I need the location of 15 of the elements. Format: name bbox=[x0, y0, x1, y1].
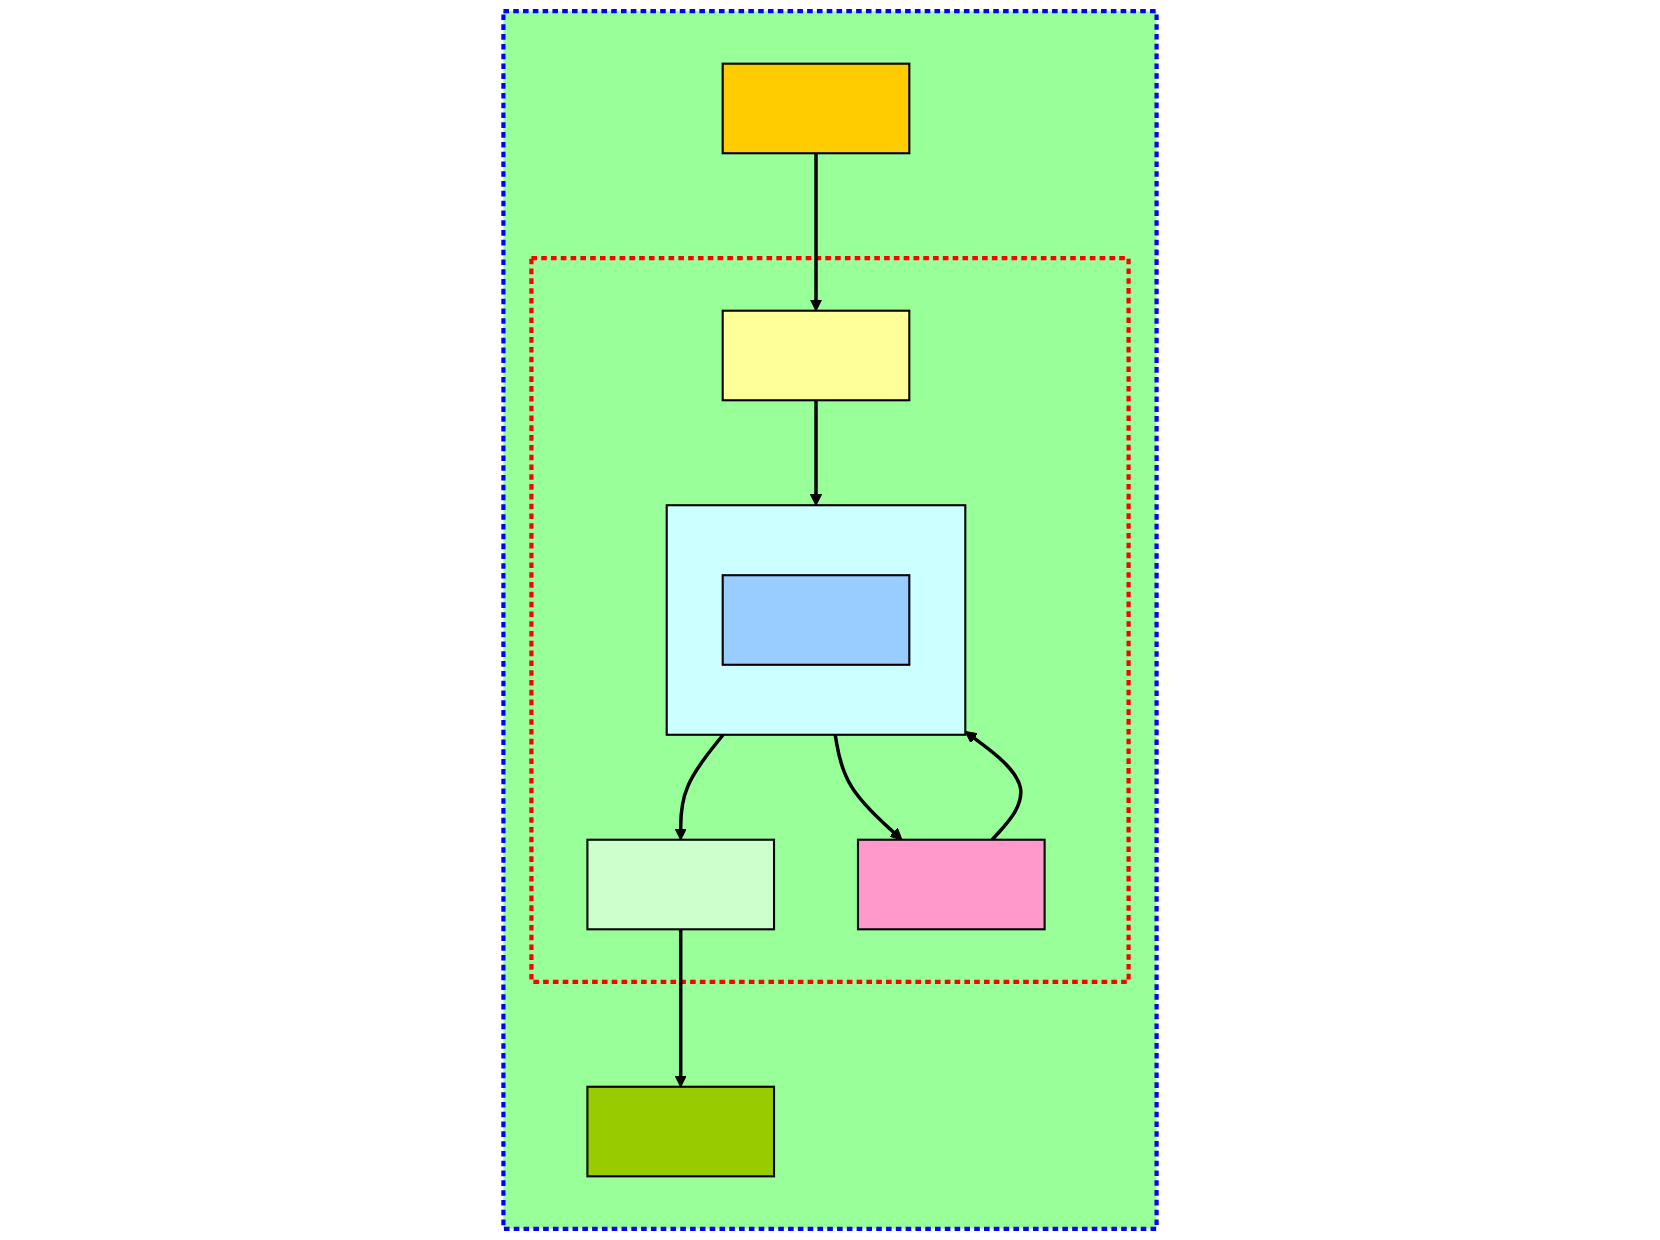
cluster bbox=[529, 256, 1131, 984]
arrow bbox=[964, 730, 1023, 841]
arrow bbox=[809, 153, 823, 312]
node-box bbox=[586, 838, 776, 931]
arrow bbox=[674, 733, 725, 841]
cluster bbox=[665, 504, 967, 736]
node-box bbox=[721, 309, 911, 402]
node-box bbox=[721, 62, 911, 155]
arrow bbox=[674, 929, 687, 1088]
node-box bbox=[856, 838, 1046, 931]
node-box bbox=[721, 574, 911, 666]
arrow bbox=[833, 734, 903, 841]
arrow bbox=[809, 400, 823, 506]
cluster bbox=[501, 9, 1159, 1231]
node-box bbox=[586, 1085, 776, 1178]
